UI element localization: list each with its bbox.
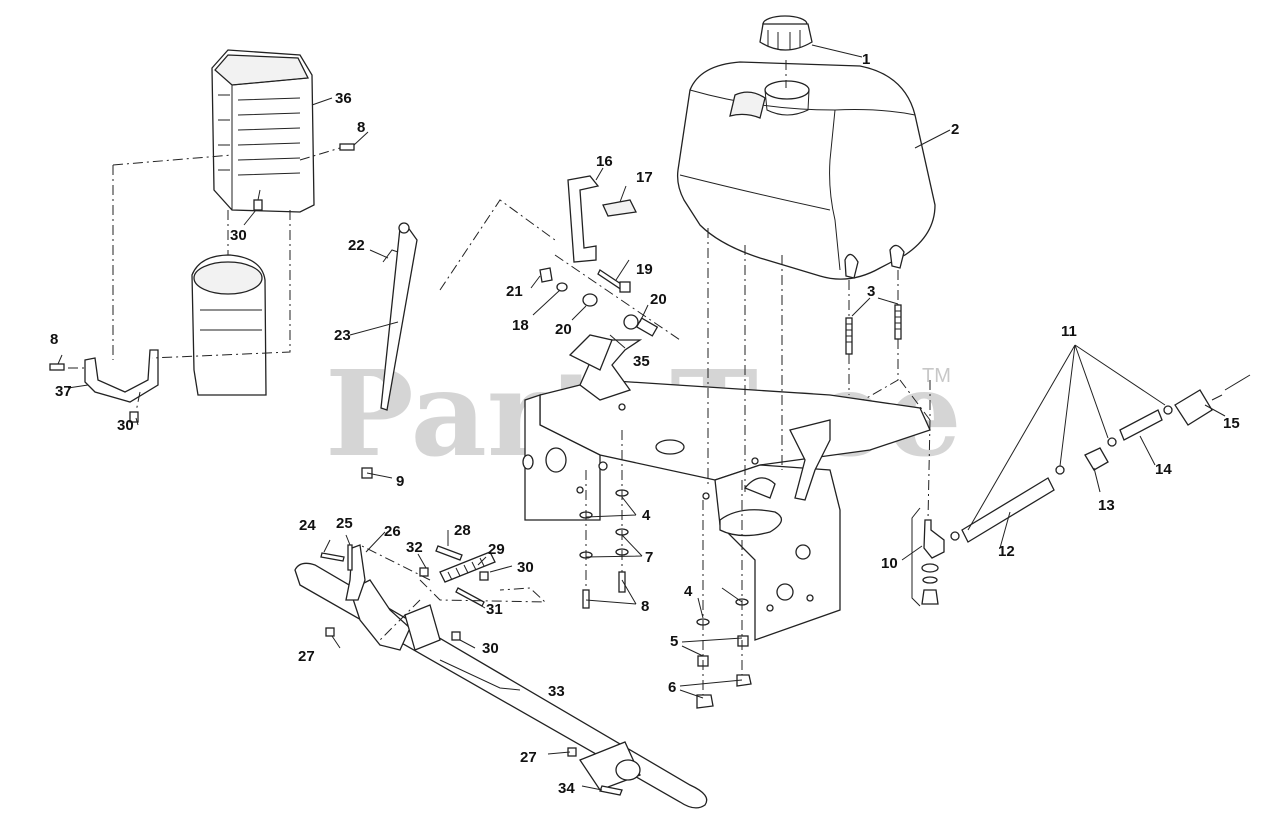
fuel-shutoff bbox=[921, 519, 945, 605]
bolt-19 bbox=[597, 269, 631, 293]
callout-12: 12 bbox=[998, 543, 1015, 560]
callout-11: 11 bbox=[1061, 323, 1077, 340]
washers-hardware bbox=[539, 267, 659, 337]
hose-clamps bbox=[950, 405, 1173, 541]
callout-7: 7 bbox=[645, 549, 653, 566]
callout-26: 26 bbox=[384, 523, 401, 540]
callout-6: 6 bbox=[668, 679, 676, 696]
callout-17: 17 bbox=[636, 169, 653, 186]
callout-35: 35 bbox=[633, 353, 650, 370]
callout-27b: 27 bbox=[520, 749, 537, 766]
callout-19: 19 bbox=[636, 261, 653, 278]
callout-3: 3 bbox=[867, 283, 875, 300]
air-cleaner-body bbox=[191, 254, 267, 396]
callout-24: 24 bbox=[299, 517, 316, 534]
callout-14: 14 bbox=[1155, 461, 1172, 478]
callout-34: 34 bbox=[558, 780, 575, 797]
callout-5: 5 bbox=[670, 633, 678, 650]
callout-8c: 8 bbox=[641, 598, 649, 615]
throttle-rod bbox=[380, 222, 418, 411]
callout-21: 21 bbox=[506, 283, 523, 300]
callout-36: 36 bbox=[335, 90, 352, 107]
callout-16: 16 bbox=[596, 153, 613, 170]
fuel-tee bbox=[1084, 447, 1109, 471]
callout-33: 33 bbox=[548, 683, 565, 700]
callout-20a: 20 bbox=[555, 321, 572, 338]
frame-plate bbox=[522, 379, 931, 641]
fuel-cap bbox=[759, 15, 813, 51]
callout-31: 31 bbox=[486, 601, 503, 618]
callout-37: 37 bbox=[55, 383, 72, 400]
fuel-filter bbox=[1174, 374, 1251, 426]
hardware-stack-right bbox=[696, 598, 752, 709]
small-hardware-left bbox=[49, 143, 355, 423]
callout-30a: 30 bbox=[230, 227, 247, 244]
callout-30d: 30 bbox=[482, 640, 499, 657]
fuel-hose bbox=[961, 409, 1163, 543]
watermark-trademark: TM bbox=[922, 365, 951, 387]
callout-9: 9 bbox=[396, 473, 404, 490]
callout-13: 13 bbox=[1098, 497, 1115, 514]
fuel-tank bbox=[676, 61, 936, 280]
throttle-bracket bbox=[568, 334, 643, 401]
control-shaft bbox=[294, 562, 708, 809]
callout-labels: 1 2 3 4 4 5 6 7 8 8 8 9 10 11 12 13 14 1… bbox=[50, 51, 1240, 797]
callout-20b: 20 bbox=[650, 291, 667, 308]
callout-28: 28 bbox=[454, 522, 471, 539]
callout-8b: 8 bbox=[50, 331, 58, 348]
callout-1: 1 bbox=[862, 51, 870, 68]
callout-29: 29 bbox=[488, 541, 505, 558]
spring-29 bbox=[439, 551, 496, 583]
callout-27a: 27 bbox=[298, 648, 315, 665]
callout-23: 23 bbox=[334, 327, 351, 344]
callout-30b: 30 bbox=[117, 417, 134, 434]
air-cleaner-cover bbox=[211, 49, 315, 213]
callout-30c: 30 bbox=[517, 559, 534, 576]
leader-lines bbox=[57, 44, 1226, 791]
callout-18: 18 bbox=[512, 317, 529, 334]
callout-22: 22 bbox=[348, 237, 365, 254]
shaft-arm bbox=[345, 544, 441, 651]
callout-10: 10 bbox=[881, 555, 898, 572]
callout-4b: 4 bbox=[684, 583, 693, 600]
bolts-28-31 bbox=[320, 467, 623, 796]
lever-pad bbox=[602, 199, 637, 217]
callout-4a: 4 bbox=[642, 507, 651, 524]
cotter-pin bbox=[382, 249, 399, 263]
air-cleaner-bracket bbox=[84, 349, 159, 403]
callout-8a: 8 bbox=[357, 119, 365, 136]
callout-32: 32 bbox=[406, 539, 423, 556]
callout-25: 25 bbox=[336, 515, 353, 532]
callout-2: 2 bbox=[951, 121, 959, 138]
callout-15: 15 bbox=[1223, 415, 1240, 432]
lever-bracket bbox=[567, 175, 600, 263]
